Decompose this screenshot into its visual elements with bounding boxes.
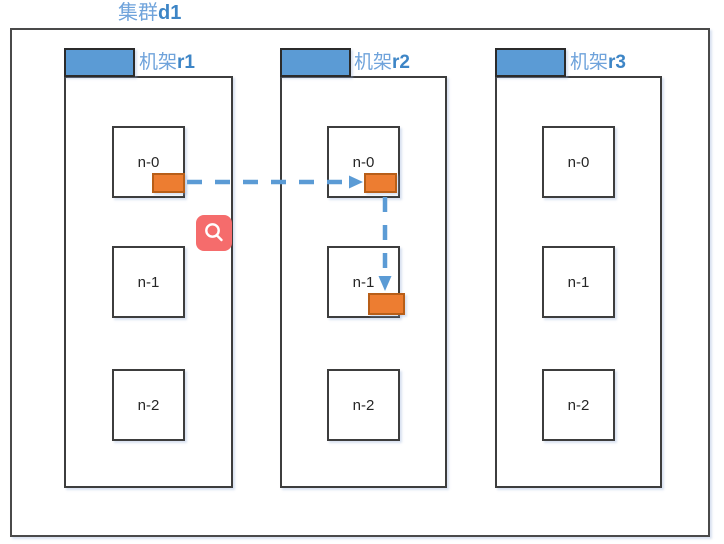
node-box-r1-n1: n-1 — [112, 246, 185, 318]
node-label-r3-n2: n-2 — [567, 396, 590, 414]
cluster-title: 集群d1 — [118, 1, 181, 25]
node-label-r1-n2: n-2 — [137, 396, 160, 414]
replica-block-r1-n0 — [152, 173, 185, 193]
replica-block-r2-n0 — [364, 173, 397, 193]
rack-tab-r1 — [64, 48, 135, 77]
node-label-r3-n1: n-1 — [567, 273, 590, 291]
cluster-title-suffix: d1 — [158, 2, 182, 24]
rack-tab-r3 — [495, 48, 566, 77]
node-box-r1-n2: n-2 — [112, 369, 185, 441]
rack-label-r2: 机架r2 — [354, 51, 410, 75]
node-box-r2-n2: n-2 — [327, 369, 400, 441]
rack-label-r2-prefix: 机架 — [354, 52, 393, 73]
rack-label-r3-suffix: r3 — [608, 52, 626, 73]
node-box-r3-n0: n-0 — [542, 126, 615, 198]
node-label-r1-n1: n-1 — [137, 273, 160, 291]
magnifier-glyph — [205, 223, 223, 242]
rack-label-r3: 机架r3 — [570, 51, 626, 75]
rack-label-r1-prefix: 机架 — [139, 52, 178, 73]
cluster-title-prefix: 集群 — [118, 2, 158, 24]
rack-label-r1-suffix: r1 — [177, 52, 195, 73]
node-label-r2-n1: n-1 — [352, 273, 375, 291]
rack-label-r1: 机架r1 — [139, 51, 195, 75]
node-label-r2-n0: n-0 — [352, 153, 375, 171]
node-box-r3-n2: n-2 — [542, 369, 615, 441]
replica-block-r2-n1 — [368, 293, 405, 315]
node-label-r1-n0: n-0 — [137, 153, 160, 171]
rack-label-r2-suffix: r2 — [392, 52, 410, 73]
node-label-r2-n2: n-2 — [352, 396, 375, 414]
rack-tab-r2 — [280, 48, 351, 77]
node-label-r3-n0: n-0 — [567, 153, 590, 171]
node-box-r3-n1: n-1 — [542, 246, 615, 318]
rack-label-r3-prefix: 机架 — [570, 52, 609, 73]
magnifier-icon[interactable] — [196, 215, 232, 251]
